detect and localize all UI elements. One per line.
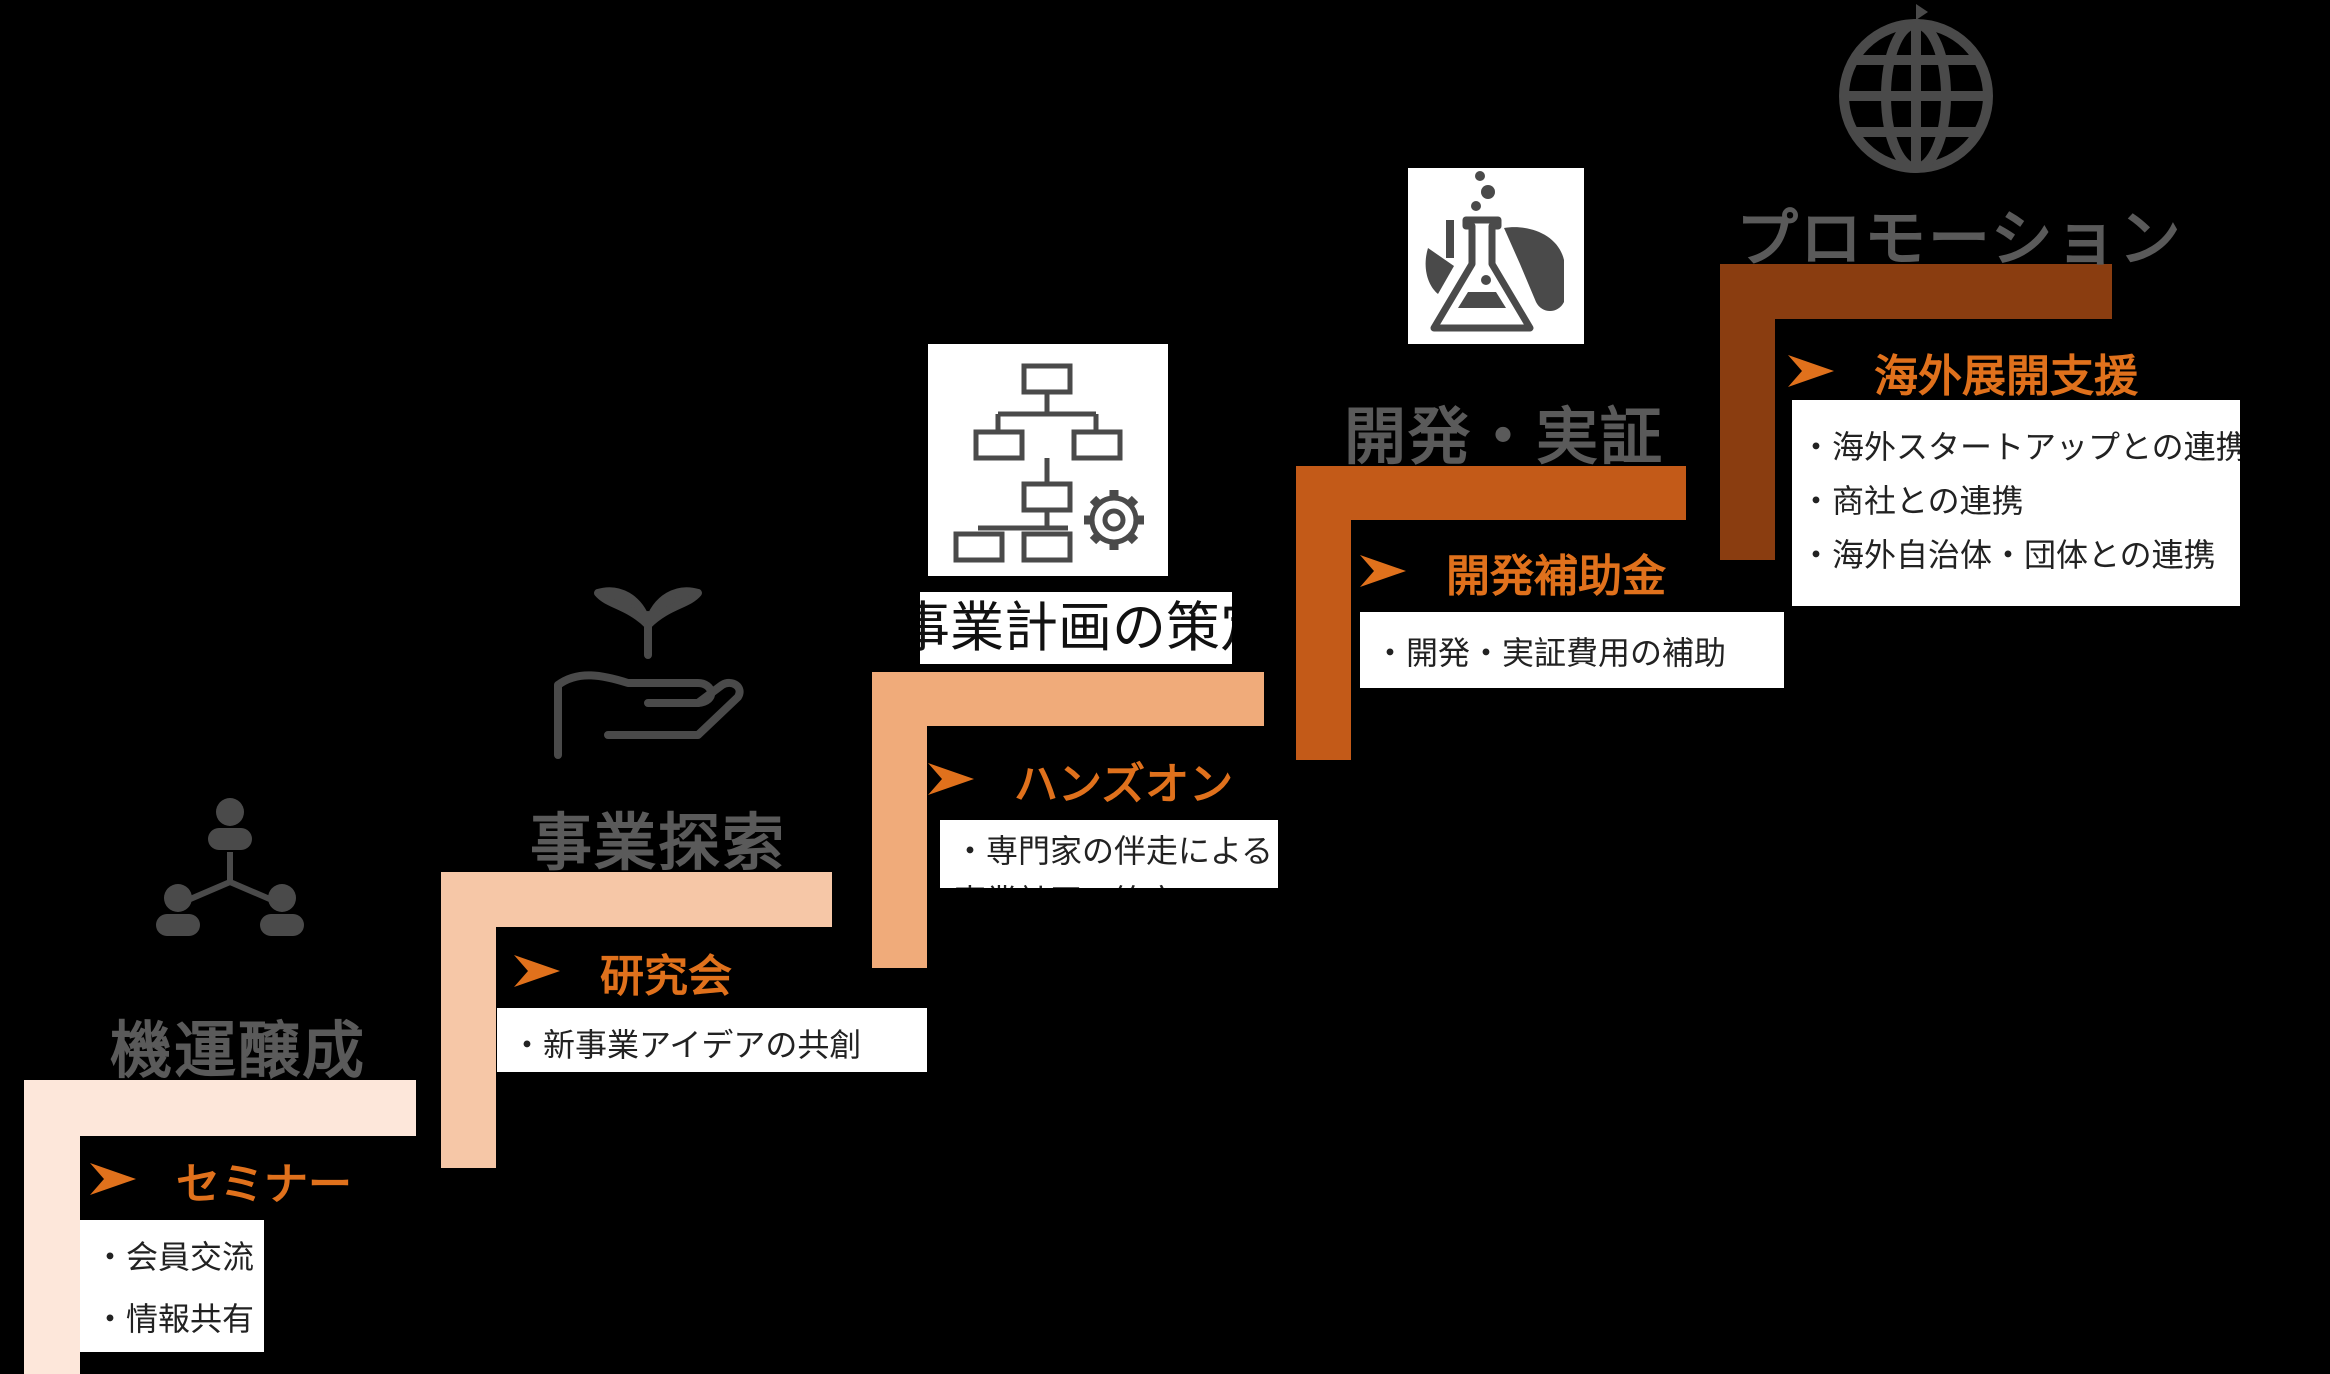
step-3-title-text: 事業計画の策定 (920, 596, 1232, 659)
step-4-detail-box: ・開発・実証費用の補助 (1360, 612, 1784, 688)
step-5-bracket-top (1720, 264, 2112, 319)
step-2-title: 事業探索 (530, 806, 787, 879)
step-1-bracket-side (24, 1080, 80, 1374)
list-item: ・情報共有 (94, 1300, 255, 1338)
step-3-icon-box (928, 344, 1168, 576)
step-2-subtitle-text: 研究会 (600, 951, 732, 1002)
arrow-icon (928, 755, 974, 806)
globe-icon (1839, 4, 1993, 173)
step-2-subtitle: 研究会 (514, 940, 732, 1004)
hand-sprout-icon (554, 587, 744, 759)
list-item: ・新事業アイデアの共創 (511, 1026, 862, 1064)
step-5-detail-box: ・海外スタートアップとの連携 ・商社との連携 ・海外自治体・団体との連携 (1792, 400, 2240, 606)
step-5-title: プロモーション (1736, 202, 2183, 275)
step-1-bracket-top (24, 1080, 416, 1136)
arrow-icon (1360, 547, 1406, 598)
list-item: ・海外スタートアップとの連携 (1800, 428, 2240, 466)
step-1-subtitle-text: セミナー (176, 1159, 352, 1210)
step-4-subtitle-text: 開発補助金 (1446, 551, 1666, 602)
step-4-title: 開発・実証 (1344, 400, 1665, 473)
step-4-bracket-side (1296, 466, 1351, 760)
step-3-bracket-top (872, 672, 1264, 726)
org-chart-gear-icon (953, 363, 1144, 563)
flask-hand-icon (1425, 171, 1564, 332)
step-3-detail-box: ・専門家の伴走による 事業計画の策定 (940, 820, 1278, 888)
step-1-title: 機運醸成 (110, 1014, 367, 1087)
step-5-subtitle-text: 海外展開支援 (1874, 351, 2138, 402)
list-item: ・会員交流 (94, 1238, 255, 1276)
people-network-icon (156, 798, 304, 936)
step-3-subtitle-text: ハンズオン (1014, 759, 1234, 810)
list-item: ・専門家の伴走による (954, 832, 1274, 870)
step-5-bracket-side (1720, 264, 1775, 560)
step-5-subtitle: 海外展開支援 (1788, 340, 2138, 404)
step-1-detail-box: ・会員交流 ・情報共有 (80, 1220, 264, 1352)
step-3-bracket-side (872, 672, 927, 968)
arrow-icon (90, 1155, 136, 1206)
step-3-title: 事業計画の策定 (920, 592, 1232, 664)
step-2-bracket-top (441, 872, 832, 927)
step-4-subtitle: 開発補助金 (1360, 540, 1666, 604)
list-item: ・海外自治体・団体との連携 (1800, 536, 2216, 574)
arrow-icon (1788, 347, 1834, 398)
step-4-bracket-top (1296, 466, 1686, 520)
step-4-icon-box (1408, 168, 1584, 344)
step-3-subtitle: ハンズオン (928, 748, 1233, 812)
step-2-bracket-side (441, 872, 496, 1168)
step-2-detail-box: ・新事業アイデアの共創 (497, 1008, 927, 1072)
step-1-subtitle: セミナー (90, 1148, 352, 1212)
arrow-icon (514, 947, 560, 998)
list-item: ・開発・実証費用の補助 (1374, 634, 1727, 672)
list-item: 事業計画の策定 (954, 876, 1178, 888)
list-item: ・商社との連携 (1800, 482, 2024, 520)
